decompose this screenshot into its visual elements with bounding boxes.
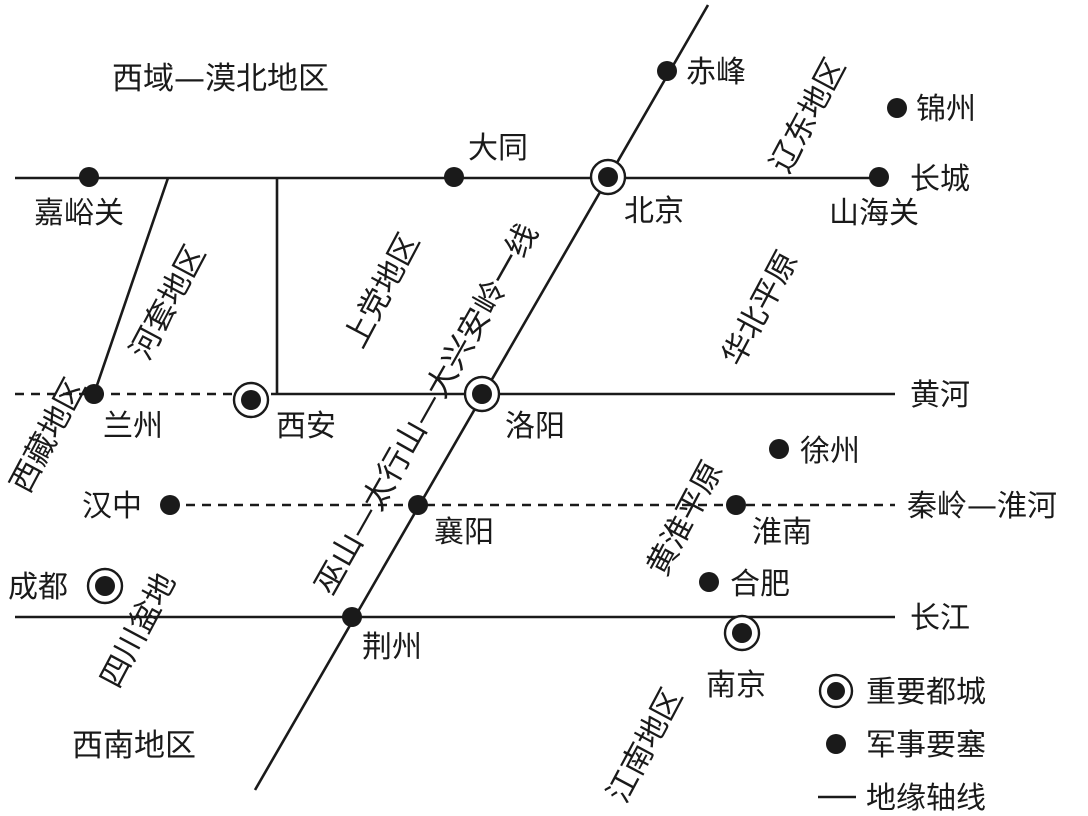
- capital-marker-beijing: [589, 158, 627, 196]
- region-label-shangdang: 上党地区: [337, 227, 427, 353]
- line-label-qinling-huaihe: 秦岭—淮河: [907, 489, 1057, 524]
- city-label-jinzhou: 锦州: [916, 92, 976, 127]
- fortress-marker-jingzhou: [342, 607, 362, 627]
- legend-capital-label: 重要都城: [866, 675, 986, 710]
- city-label-chengdu: 成都: [8, 570, 68, 605]
- city-label-xiangyang: 襄阳: [434, 515, 494, 550]
- region-label-huanghuai: 黄淮平原: [640, 455, 730, 581]
- fortress-marker-hanzhong: [160, 495, 180, 515]
- city-label-luoyang: 洛阳: [505, 409, 565, 444]
- line-label-great-wall: 长城: [910, 162, 970, 197]
- city-label-lanzhou: 兰州: [103, 409, 163, 444]
- line-label-yellow-river: 黄河: [910, 378, 970, 413]
- hetao-boundary-line: [92, 177, 170, 395]
- legend-fortress-icon: [826, 734, 846, 754]
- fortress-marker-jinzhou: [887, 98, 907, 118]
- city-label-huainan: 淮南: [752, 515, 812, 550]
- region-label-huabei: 华北平原: [715, 245, 805, 371]
- fortress-marker-datong: [444, 167, 464, 187]
- region-label-liaodong: 辽东地区: [763, 52, 853, 178]
- city-label-hanzhong: 汉中: [82, 489, 142, 524]
- fortress-marker-shanhaiguan: [869, 167, 889, 187]
- city-label-jiayuguan: 嘉峪关: [34, 196, 124, 231]
- city-label-xuzhou: 徐州: [800, 434, 860, 469]
- city-label-beijing: 北京: [624, 194, 684, 229]
- region-label-xinan: 西南地区: [72, 728, 196, 764]
- fortress-marker-huainan: [726, 495, 746, 515]
- region-label-xizang: 西藏地区: [3, 372, 93, 498]
- city-label-hefei: 合肥: [730, 567, 790, 602]
- fortress-marker-jiayuguan: [79, 167, 99, 187]
- capital-marker-nanjing: [723, 614, 761, 652]
- region-label-jiangnan: 江南地区: [600, 682, 690, 808]
- fortress-marker-xiangyang: [408, 495, 428, 515]
- city-label-datong: 大同: [468, 131, 528, 166]
- city-label-nanjing: 南京: [706, 668, 766, 703]
- region-label-xiyu-mobei: 西域—漠北地区: [112, 61, 329, 97]
- capital-marker-chengdu: [86, 567, 124, 605]
- legend-capital-icon: [818, 673, 854, 709]
- city-label-jingzhou: 荆州: [362, 630, 422, 665]
- capital-marker-luoyang: [463, 375, 501, 413]
- fortress-marker-hefei: [699, 572, 719, 592]
- capital-marker-xian: [232, 381, 270, 419]
- city-label-chifeng: 赤峰: [686, 55, 746, 90]
- legend-axis-label: 地缘轴线: [866, 781, 986, 816]
- line-label-yangtze: 长江: [910, 601, 970, 636]
- legend-fortress-label: 军事要塞: [866, 728, 986, 763]
- city-label-shanhaiguan: 山海关: [829, 196, 919, 231]
- fortress-marker-lanzhou: [84, 384, 104, 404]
- city-label-xian: 西安: [276, 409, 336, 444]
- region-label-hetao: 河套地区: [123, 239, 213, 365]
- fortress-marker-xuzhou: [769, 439, 789, 459]
- legend: 重要都城 军事要塞 地缘轴线: [818, 673, 986, 816]
- fortress-marker-chifeng: [657, 61, 677, 81]
